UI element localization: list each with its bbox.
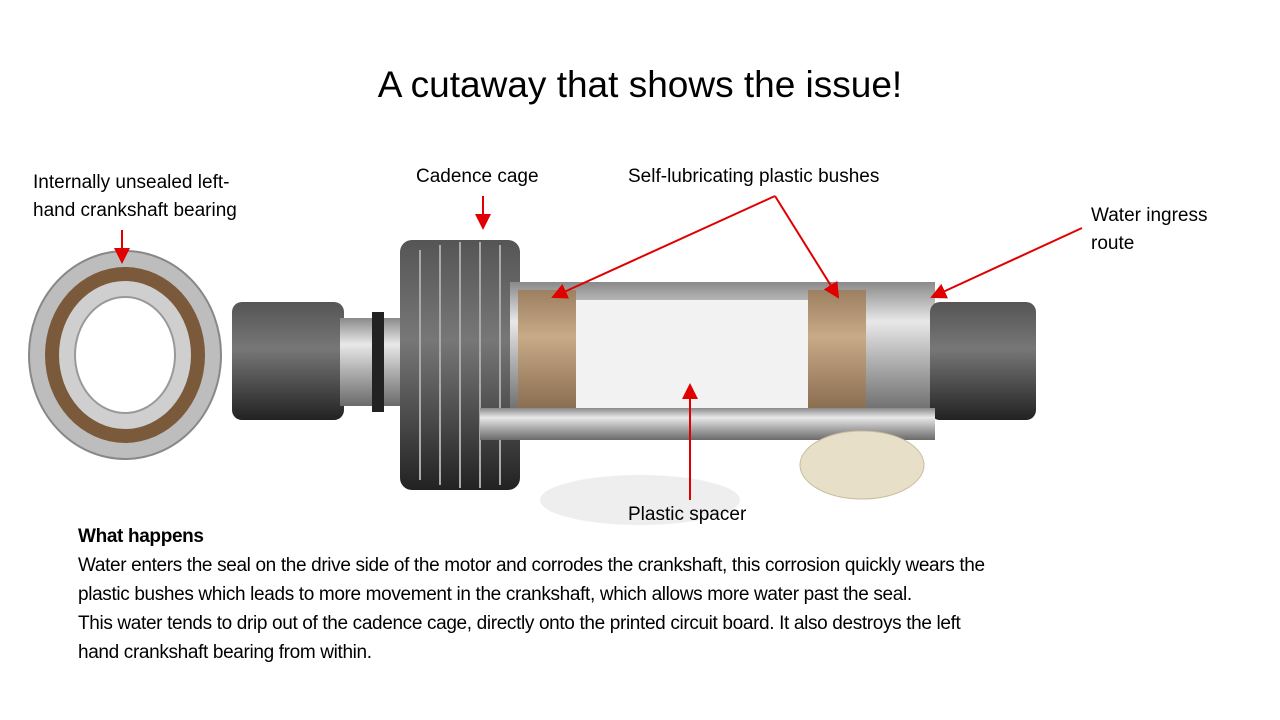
bearing-label-line: Internally unsealed left-: [33, 172, 230, 193]
explanation-line: Water enters the seal on the drive side …: [78, 555, 985, 576]
explanation-line: hand crankshaft bearing from within.: [78, 642, 372, 663]
bearing: [28, 250, 222, 460]
water-ingress-label-line: Water ingress: [1091, 205, 1208, 226]
explanation-line: plastic bushes which leads to more movem…: [78, 584, 912, 605]
slide-title: A cutaway that shows the issue!: [377, 64, 903, 105]
explanation: What happens Water enters the seal on th…: [78, 522, 985, 667]
bearing-label: Internally unsealed left- hand crankshaf…: [33, 169, 237, 225]
explanation-line: This water tends to drip out of the cade…: [78, 613, 961, 634]
water-ingress-label-line: route: [1091, 233, 1135, 254]
bearing-label-line: hand crankshaft bearing: [33, 200, 237, 221]
plastic-spacer-label: Plastic spacer: [628, 504, 747, 525]
cadence-cage-label: Cadence cage: [416, 166, 539, 187]
annotation-arrows: [114, 195, 1083, 500]
bushes-label: Self-lubricating plastic bushes: [628, 166, 880, 187]
crankshaft-assembly: [232, 240, 1036, 525]
explanation-heading: What happens: [78, 526, 204, 547]
water-ingress-label: Water ingress route: [1091, 202, 1208, 258]
